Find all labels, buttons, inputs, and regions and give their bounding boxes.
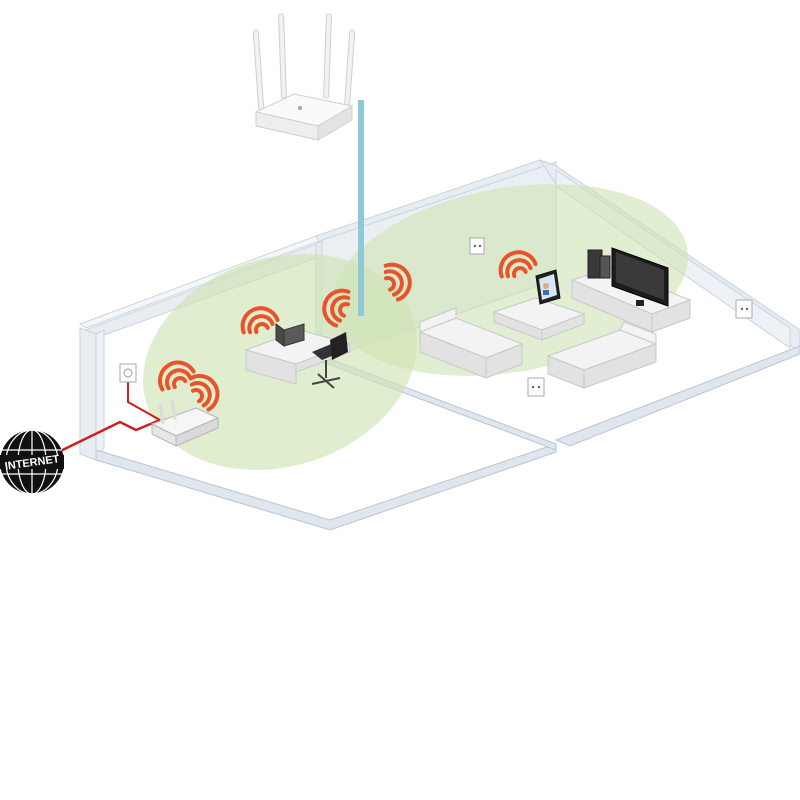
wifi-signal-icon [158,360,196,392]
wifi-signal-icon [498,250,538,279]
wifi-signal-icon [188,374,220,412]
sofa-left [418,307,524,379]
internet-cable [41,418,161,462]
modem-router-icon [150,399,220,447]
power-outlet-icon [469,237,485,255]
ap-router-icon [252,13,356,141]
wall-to-router-cable [127,376,161,421]
ethernet-cable-to-ap [358,100,364,316]
front-floor-edge-left [95,443,557,531]
coffee-table [492,297,586,341]
cables [41,100,364,462]
wifi-signal-icon [383,262,412,302]
power-outlet-icon [119,363,137,383]
wifi-signal-icon [322,288,351,328]
tablet-icon [535,269,561,305]
wifi-signal-icon [240,306,280,335]
speaker [587,249,611,279]
office-chair [311,332,348,389]
globe-icon: INTERNET [0,429,64,495]
sofa-right [546,321,658,389]
front-floor-edge-right [554,345,800,447]
tv-icon [611,247,669,307]
power-outlet-icon [735,299,753,319]
left-room-left-wall-inner [95,329,105,462]
laptop-icon [274,323,306,347]
power-outlet-icon [527,377,545,397]
